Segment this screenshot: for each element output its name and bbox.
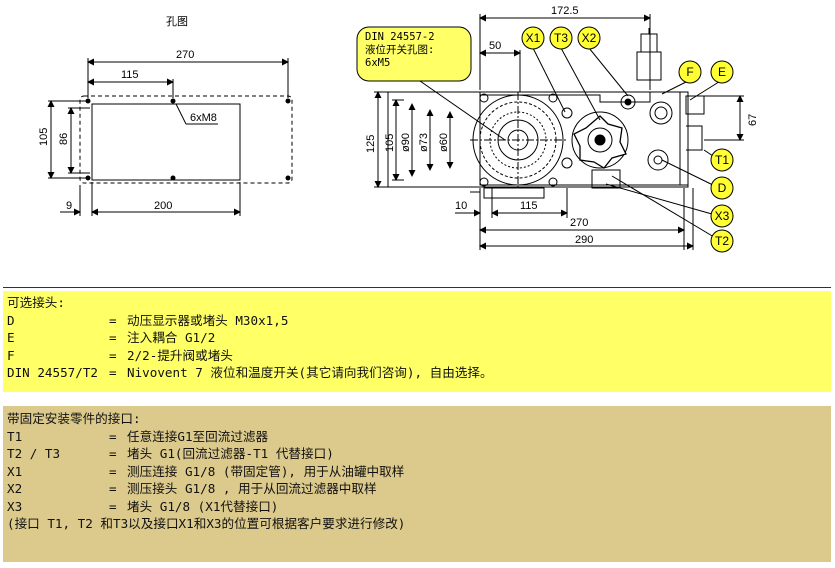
svg-text:270: 270 <box>570 217 588 229</box>
fixed-row: X3=堵头 G1/8 (X1代替接口) <box>7 498 279 514</box>
svg-text:ø90: ø90 <box>400 133 412 152</box>
svg-text:105: 105 <box>38 128 50 146</box>
section-divider <box>3 287 831 288</box>
fixed-connections-panel: 带固定安装零件的接口: T1=任意连接G1至回流过滤器 T2 / T3=堵头 G… <box>3 406 831 562</box>
svg-text:X3: X3 <box>715 209 730 223</box>
svg-text:液位开关孔图:: 液位开关孔图: <box>365 43 434 56</box>
port-e: E <box>710 60 734 84</box>
svg-text:X2: X2 <box>582 31 597 45</box>
svg-text:E: E <box>718 65 726 79</box>
svg-text:DIN 24557-2: DIN 24557-2 <box>365 31 435 43</box>
fixed-row: X1=测压连接 G1/8 (带固定管), 用于从油罐中取样 <box>7 463 405 479</box>
svg-text:T1: T1 <box>715 153 729 167</box>
svg-text:86: 86 <box>58 133 70 145</box>
fixed-row: T1=任意连接G1至回流过滤器 <box>7 428 269 444</box>
optional-row: DIN 24557/T2=Nivovent 7 液位和温度开关(其它请向我们咨询… <box>7 365 493 380</box>
optional-row: E=注入耦合 G1/2 <box>7 330 216 345</box>
port-t3: T3 <box>549 26 573 50</box>
svg-text:6xM5: 6xM5 <box>365 57 390 69</box>
port-x2: X2 <box>577 26 601 50</box>
svg-text:10: 10 <box>455 200 467 212</box>
svg-text:ø73: ø73 <box>418 133 430 152</box>
svg-text:172.5: 172.5 <box>551 5 579 17</box>
hole-pattern-drawing: 孔图 <box>47 15 293 216</box>
svg-text:ø60: ø60 <box>438 133 450 152</box>
svg-text:125: 125 <box>365 135 377 153</box>
optional-title: 可选接头: <box>7 295 65 310</box>
optional-row: F=2/2-提升阀或堵头 <box>7 347 233 363</box>
port-d: D <box>710 176 734 200</box>
hole-pattern-dim-labels: 270 115 6xM8 200 9 105 86 <box>38 49 217 212</box>
din-callout-box <box>356 26 472 82</box>
fixed-title: 带固定安装零件的接口: <box>7 411 141 426</box>
port-t1: T1 <box>710 148 734 172</box>
optional-row: D=动压显示器或堵头 M30x1,5 <box>7 312 289 328</box>
hole-pattern-title: 孔图 <box>166 15 188 28</box>
port-labels: X1 T3 X2 F E T1 D X3 T2 <box>521 26 734 253</box>
port-x1: X1 <box>521 26 545 50</box>
svg-text:6xM8: 6xM8 <box>190 112 217 124</box>
fixed-row: X2=测压接头 G1/8 , 用于从回流过滤器中取样 <box>7 481 377 496</box>
svg-text:9: 9 <box>66 200 72 212</box>
din-callout: DIN 24557-2 液位开关孔图: 6xM5 <box>365 31 435 69</box>
svg-text:270: 270 <box>176 49 194 61</box>
svg-text:X1: X1 <box>526 31 541 45</box>
port-f: F <box>678 60 702 84</box>
port-x3: X3 <box>710 204 734 228</box>
fixed-note: (接口 T1, T2 和T3以及接口X1和X3的位置可根据客户要求进行修改) <box>7 516 406 531</box>
technical-drawing: 孔图 270 115 6xM8 200 9 <box>38 5 759 253</box>
svg-text:105: 105 <box>384 134 396 152</box>
svg-text:T2: T2 <box>715 234 729 248</box>
svg-text:50: 50 <box>489 40 501 52</box>
unit-dim-labels: 172.5 50 10 115 270 290 125 105 ø90 ø73 … <box>365 5 759 246</box>
svg-text:290: 290 <box>575 234 593 246</box>
svg-text:T3: T3 <box>554 31 568 45</box>
svg-text:D: D <box>718 181 727 195</box>
svg-text:115: 115 <box>121 69 139 81</box>
svg-text:F: F <box>686 65 693 79</box>
unit-drawing <box>356 14 744 250</box>
fixed-row: T2 / T3=堵头 G1(回流过滤器-T1 代替接口) <box>7 446 334 461</box>
svg-text:115: 115 <box>520 200 538 212</box>
svg-text:200: 200 <box>154 200 172 212</box>
svg-text:67: 67 <box>747 114 759 126</box>
port-t2: T2 <box>710 229 734 253</box>
optional-connections-panel: 可选接头: D=动压显示器或堵头 M30x1,5 E=注入耦合 G1/2 F=2… <box>3 291 831 392</box>
